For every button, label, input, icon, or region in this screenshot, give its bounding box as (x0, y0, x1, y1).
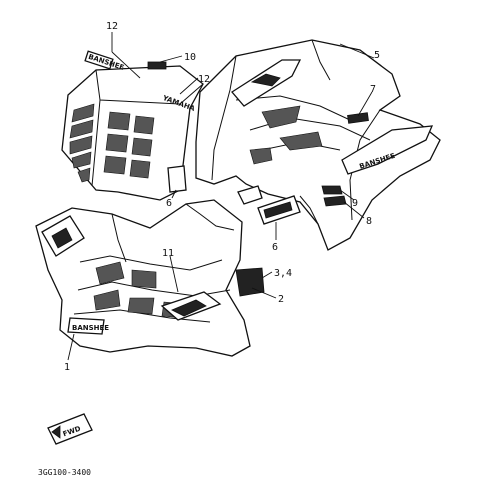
callout-9: 9 (352, 198, 358, 209)
callout-6-left: 6 (166, 198, 172, 209)
grille-slats (69, 103, 155, 183)
callout-11: 11 (162, 248, 174, 259)
decal-6-left (167, 165, 187, 193)
decal-9-patch (321, 185, 343, 195)
rear-left-decal (41, 215, 85, 257)
callout-numbers: 12 10 12 5 7 6 9 8 6 11 3,4 2 1 (64, 21, 380, 373)
leader-lines (67, 32, 375, 361)
decal-3-4 (235, 267, 265, 297)
badge-rear-text: BANSHEE (72, 324, 109, 332)
rear-fender: BANSHEE (35, 199, 265, 357)
decal-6-right (257, 195, 301, 225)
callout-3-4: 3,4 (274, 268, 292, 279)
callout-12-mid: 12 (198, 74, 210, 85)
decal-7-patch (347, 112, 369, 124)
decal-2-panel (160, 291, 222, 321)
callout-7: 7 (370, 84, 376, 95)
fwd-marker: FWD (47, 413, 93, 445)
decal-10-patch (147, 61, 167, 70)
callout-5: 5 (374, 50, 380, 61)
callout-8: 8 (366, 216, 372, 227)
fender-clip (237, 185, 263, 205)
decal-8-patch (323, 195, 347, 207)
front-fender-assembly: BANSHEE (195, 39, 441, 251)
fender-banshee-decal (231, 59, 302, 107)
callout-12-top: 12 (106, 21, 118, 32)
callout-2: 2 (278, 294, 284, 305)
callout-1: 1 (64, 362, 70, 373)
callout-10: 10 (184, 52, 196, 63)
rear-badge-decal: BANSHEE (67, 317, 109, 335)
front-upper-panel (61, 61, 204, 201)
callout-6-right: 6 (272, 242, 278, 253)
decal-12-banshee-top: BANSHEE (84, 50, 125, 72)
diagram-part-code: 3GG100-3400 (38, 468, 91, 477)
